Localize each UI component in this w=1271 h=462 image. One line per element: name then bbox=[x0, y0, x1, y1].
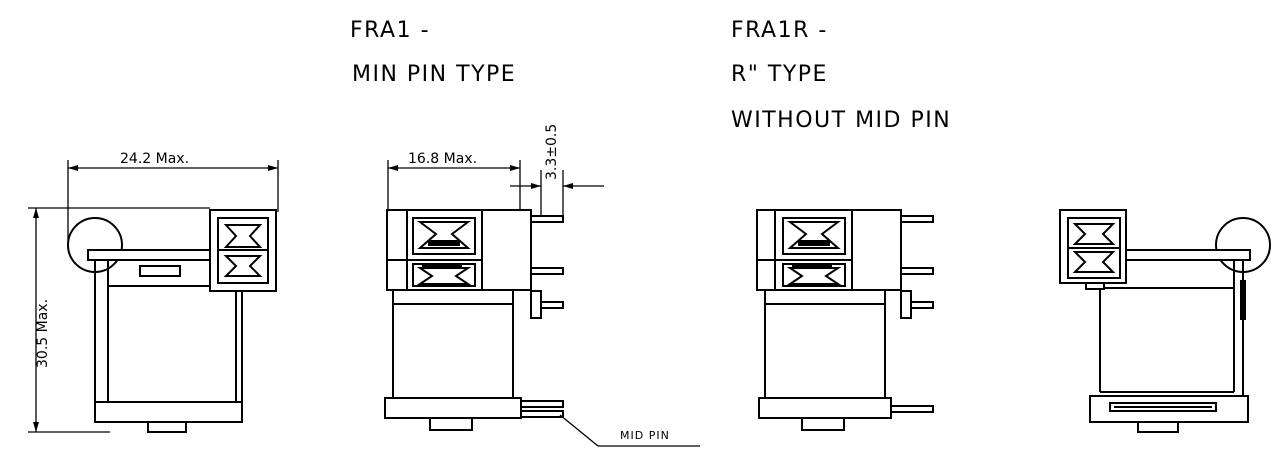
fra1r-title: FRA1R - bbox=[731, 18, 828, 43]
relay-side-view-left: 24.2 Max. 30.5 Max. bbox=[28, 151, 279, 433]
fra1r-note: WITHOUT MID PIN bbox=[731, 108, 952, 133]
fra1r-subtitle: R" TYPE bbox=[731, 62, 828, 87]
width-dimension-left: 24.2 Max. bbox=[120, 151, 189, 167]
fra1-subtitle: MIN PIN TYPE bbox=[352, 62, 517, 87]
height-dimension-left: 30.5 Max. bbox=[35, 299, 51, 368]
fra1-title: FRA1 - bbox=[350, 18, 431, 43]
relay-side-view-right bbox=[1059, 209, 1271, 433]
relay-front-view-fra1: 16.8 Max. 3.3±0.5 M bbox=[384, 124, 700, 447]
width-dimension-mid: 16.8 Max. bbox=[408, 151, 477, 167]
relay-front-view-fra1r bbox=[756, 209, 934, 431]
mid-pin-callout: MID PIN bbox=[620, 429, 670, 442]
pin-dimension: 3.3±0.5 bbox=[544, 124, 560, 180]
